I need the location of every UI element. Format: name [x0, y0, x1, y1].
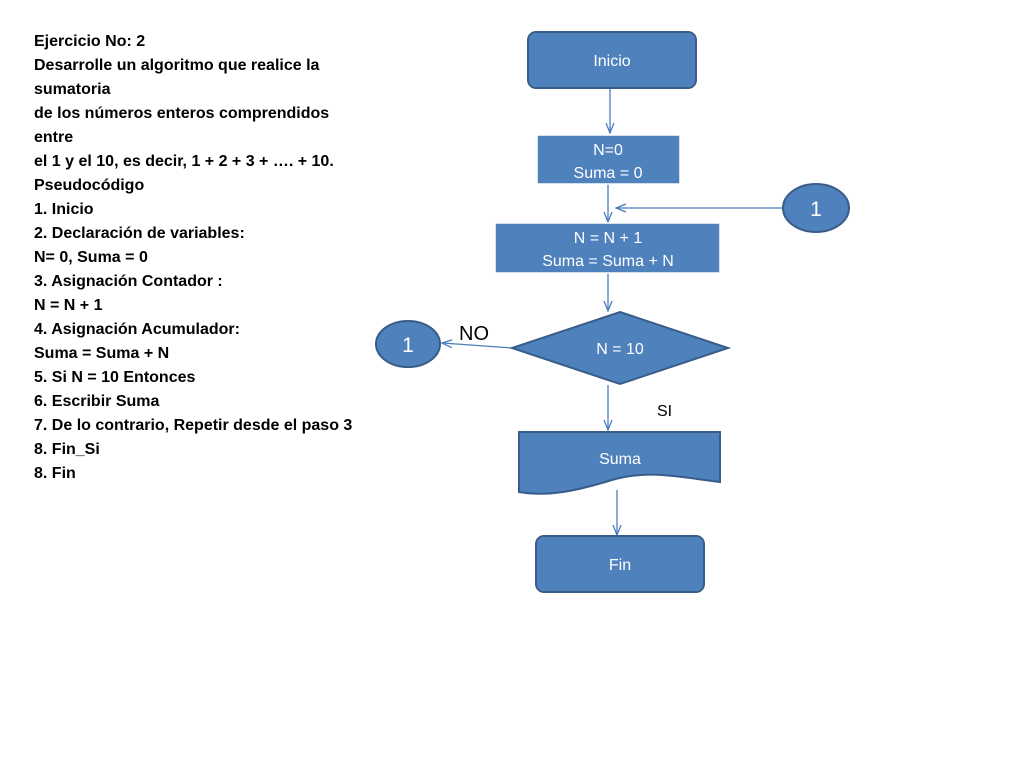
arrow-decision-no [442, 343, 513, 349]
si-branch-label: SI [657, 403, 672, 420]
problem-statement-line-3: el 1 y el 10, es decir, 1 + 2 + 3 + …. +… [34, 153, 334, 170]
step-item: 6. Escribir Suma [34, 393, 160, 410]
step-item: 4. Asignación Acumulador: [34, 321, 240, 338]
step-item: N= 0, Suma = 0 [34, 249, 148, 266]
output-node: Suma [518, 431, 721, 495]
init-line-2: Suma = 0 [574, 165, 643, 182]
no-branch-label: NO [459, 323, 489, 345]
init-line-1: N=0 [593, 142, 623, 159]
assignment-line-2: Suma = Suma + N [542, 253, 674, 270]
start-node-label: Inicio [593, 53, 630, 70]
step-item: 2. Declaración de variables: [34, 225, 245, 242]
step-item: 7. De lo contrario, Repetir desde el pas… [34, 417, 353, 434]
decision-node: N = 10 [508, 310, 732, 386]
pseudocode-panel: Ejercicio No: 2 Desarrolle un algoritmo … [34, 30, 364, 486]
output-label: Suma [599, 451, 641, 468]
connector-in-label: 1 [810, 198, 822, 221]
exercise-title: Ejercicio No: 2 [34, 33, 146, 50]
step-item: 5. Si N = 10 Entonces [34, 369, 196, 386]
step-item: 8. Fin_Si [34, 441, 100, 458]
pseudocode-heading: Pseudocódigo [34, 177, 145, 194]
assignment-process-node: N = N + 1 Suma = Suma + N [494, 222, 721, 274]
end-node-label: Fin [609, 557, 631, 574]
connector-out: 1 [375, 320, 441, 368]
decision-label: N = 10 [596, 341, 644, 358]
connector-out-label: 1 [402, 334, 414, 357]
problem-statement-line-1: Desarrolle un algoritmo que realice la s… [34, 57, 320, 98]
assignment-line-1: N = N + 1 [574, 230, 643, 247]
step-item: 8. Fin [34, 465, 76, 482]
end-node: Fin [535, 535, 705, 593]
step-item: N = N + 1 [34, 297, 103, 314]
init-process-node: N=0 Suma = 0 [536, 134, 681, 185]
connector-in: 1 [782, 183, 850, 233]
problem-statement-line-2: de los números enteros comprendidos entr… [34, 105, 330, 146]
step-item: Suma = Suma + N [34, 345, 170, 362]
step-item: 3. Asignación Contador : [34, 273, 223, 290]
start-node: Inicio [527, 31, 697, 89]
step-item: 1. Inicio [34, 201, 94, 218]
